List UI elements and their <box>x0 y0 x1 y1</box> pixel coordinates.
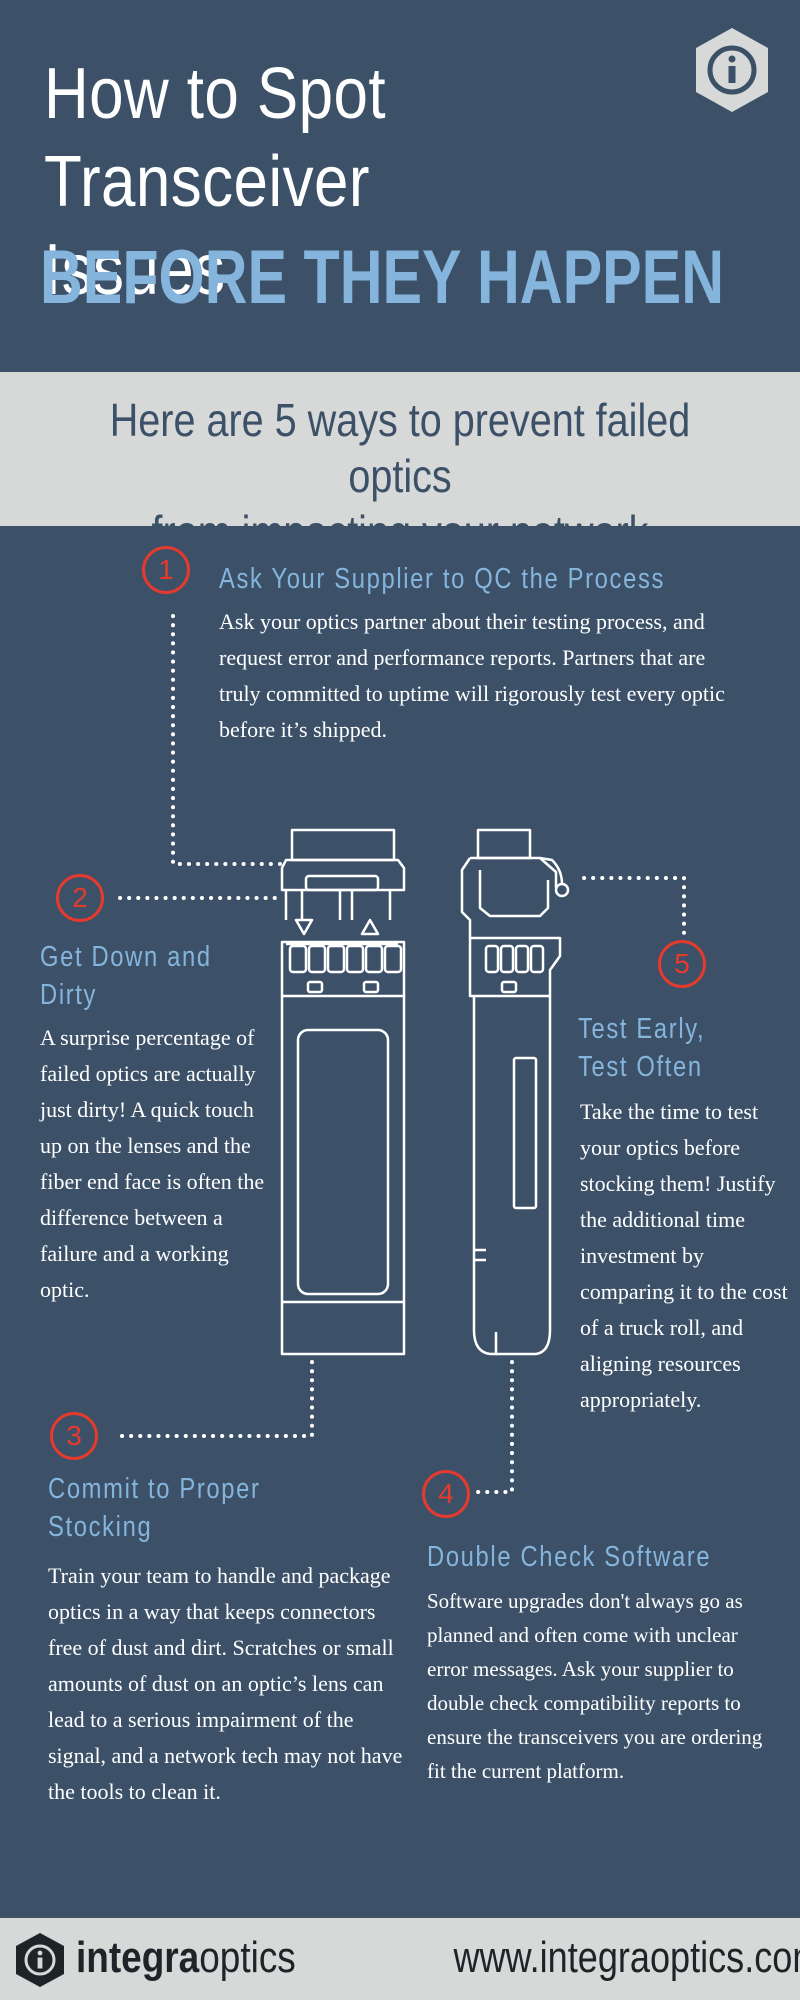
step-3-body: Train your team to handle and package op… <box>48 1563 403 1804</box>
connector-1 <box>171 614 288 866</box>
footer-url[interactable]: www.integraoptics.com <box>453 1933 800 1982</box>
step-5-title-line-2: Test Often <box>578 1051 703 1083</box>
step-2-number: 2 <box>56 874 104 922</box>
step-5-title-line-1: Test Early, <box>578 1013 706 1045</box>
step-5-number: 5 <box>658 940 706 988</box>
intro-text: Here are 5 ways to prevent failed optics… <box>56 392 744 616</box>
step-4-title: Double Check Software <box>427 1541 712 1573</box>
intro-line-2: from impacting your network performance. <box>151 506 649 614</box>
step-3-title: Commit to Proper Stocking <box>48 1470 261 1546</box>
title-line-1: How to Spot <box>44 54 387 134</box>
intro-band <box>0 372 800 526</box>
footer-brand: integraoptics <box>76 1926 296 1990</box>
page-subtitle: BEFORE THEY HAPPEN <box>40 235 725 320</box>
step-2-title-line-1: Get Down and <box>40 941 212 973</box>
step-1-number: 1 <box>142 546 190 594</box>
transceiver-front <box>280 828 406 1356</box>
footer <box>0 1918 800 2000</box>
connector-3 <box>114 1360 314 1438</box>
info-icon <box>14 1932 66 1988</box>
step-5-body: Take the time to test your optics before… <box>580 1099 788 1412</box>
connector-5 <box>582 876 686 938</box>
intro-line-1: Here are 5 ways to prevent failed optics <box>109 394 691 502</box>
step-3-number: 3 <box>50 1412 98 1460</box>
step-3-title-line-1: Commit to Proper <box>48 1473 261 1505</box>
step-5-title: Test Early, Test Often <box>578 1010 705 1086</box>
info-icon <box>692 26 772 114</box>
step-1-title: Ask Your Supplier to QC the Process <box>219 563 666 595</box>
step-4-number: 4 <box>422 1470 470 1518</box>
page-title: How to Spot Transceiver Issues <box>44 50 560 314</box>
step-2-body: A surprise percentage of failed optics a… <box>40 1025 265 1302</box>
step-1-body: Ask your optics partner about their test… <box>219 609 725 742</box>
title-line-2: Transceiver Issues <box>44 142 370 310</box>
brand-bold: integra <box>76 1933 200 1982</box>
step-4-body: Software upgrades don't always go as pla… <box>427 1589 763 1783</box>
transceiver-side <box>460 828 570 1356</box>
brand-light: optics <box>199 1933 296 1982</box>
connector-4 <box>472 1360 514 1494</box>
step-2-title: Get Down and Dirty <box>40 938 212 1014</box>
step-2-title-line-2: Dirty <box>40 979 98 1011</box>
step-3-title-line-2: Stocking <box>48 1511 153 1543</box>
